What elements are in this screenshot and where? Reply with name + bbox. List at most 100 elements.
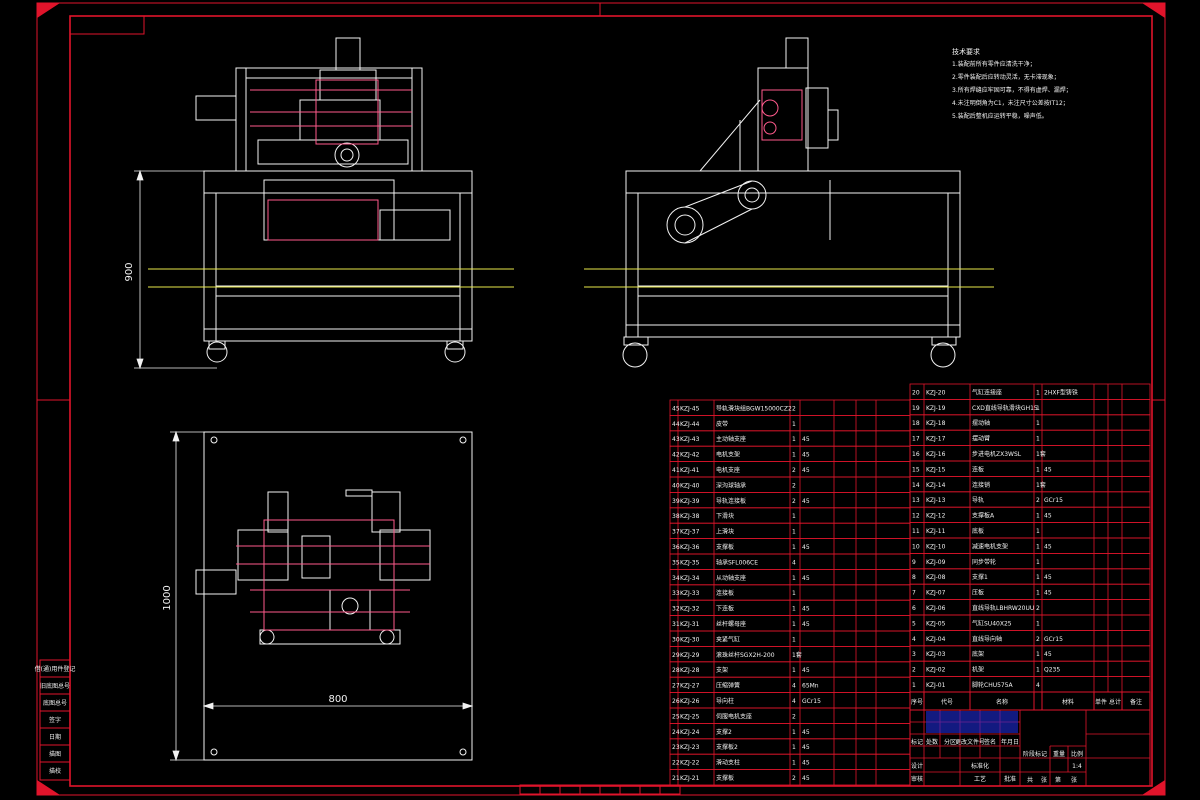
drawing-frame: [36, 2, 1166, 796]
part-name: 压板: [972, 589, 984, 597]
part-mat: 45: [1044, 651, 1052, 658]
part-name: 气缸SU40X25: [972, 619, 1012, 627]
part-name: 滑动支柱: [716, 759, 740, 767]
part-no: 26: [672, 698, 680, 705]
stamp-label: 借(通)用件登记: [35, 665, 76, 673]
part-mat: 45: [802, 744, 810, 751]
title-label: 第: [1055, 776, 1061, 784]
part-code: KZJ-17: [926, 436, 946, 443]
part-name: 连板: [972, 465, 984, 473]
part-code: KZJ-42: [680, 452, 700, 459]
header-code: 代号: [941, 698, 953, 706]
part-no: 13: [912, 497, 920, 504]
part-code: KZJ-39: [680, 498, 700, 505]
header-name: 名称: [996, 698, 1008, 706]
part-mat: 45: [802, 621, 810, 628]
part-qty: 1: [1036, 436, 1040, 443]
part-no: 24: [672, 729, 680, 736]
part-name: 支撑板: [716, 543, 734, 551]
part-name: 脚轮CHU575A: [972, 681, 1014, 689]
part-mat: 45: [1044, 574, 1052, 581]
part-no: 21: [672, 775, 680, 782]
part-name: 夹紧气缸: [716, 635, 740, 643]
part-no: 31: [672, 621, 680, 628]
side-view: [584, 37, 994, 368]
side-stamp-table: 借(通)用件登记 旧底图总号 底图总号 签字 日期 描图 描校: [35, 659, 76, 781]
part-name: 下滑块: [716, 512, 734, 520]
part-no: 17: [912, 436, 920, 443]
part-no: 34: [672, 575, 680, 582]
part-no: 16: [912, 451, 920, 458]
part-code: KZJ-18: [926, 420, 946, 427]
part-qty: 2: [792, 713, 796, 720]
part-no: 3: [912, 651, 916, 658]
part-no: 32: [672, 606, 680, 613]
title-label: 标准化: [971, 762, 989, 770]
part-qty: 1套: [792, 651, 802, 659]
part-code: KZJ-24: [680, 729, 700, 736]
part-code: KZJ-14: [926, 482, 946, 489]
part-name: 摆动轴: [972, 419, 990, 427]
part-qty: 1: [792, 452, 796, 459]
part-name: 导轨: [972, 496, 984, 504]
part-qty: 1: [792, 667, 796, 674]
part-no: 2: [912, 667, 916, 674]
part-name: 连接板: [716, 589, 734, 597]
part-name: 主动轴支座: [716, 435, 746, 443]
part-no: 23: [672, 744, 680, 751]
part-mat: 45: [802, 729, 810, 736]
part-code: KZJ-26: [680, 698, 700, 705]
title-label: 阶段标记: [1023, 750, 1047, 758]
tech-line: 1.装配前所有零件应清洗干净；: [952, 60, 1036, 68]
part-name: 从动轴支座: [716, 574, 746, 582]
title-label: 分区: [944, 738, 956, 746]
part-name: 同步带轮: [972, 558, 996, 566]
part-code: KZJ-01: [926, 682, 946, 689]
header-mat: 材料: [1062, 698, 1074, 706]
part-no: 42: [672, 452, 680, 459]
part-qty: 1: [792, 436, 796, 443]
part-mat: Q235: [1044, 667, 1060, 674]
part-name: 摆动臂: [972, 435, 990, 443]
part-name: CXD直线导轨滑块GH15: [972, 404, 1038, 412]
part-mat: GCr15: [1044, 497, 1063, 504]
part-no: 18: [912, 420, 920, 427]
part-no: 11: [912, 528, 920, 535]
part-qty: 1: [1036, 590, 1040, 597]
title-label: 标记: [911, 738, 923, 746]
part-qty: 1: [792, 544, 796, 551]
part-mat: 45: [1044, 466, 1052, 473]
part-no: 33: [672, 590, 680, 597]
part-no: 19: [912, 405, 920, 412]
part-no: 7: [912, 590, 916, 597]
part-no: 44: [672, 421, 680, 428]
tech-line: 5.装配后整机应运转平稳，噪声低。: [952, 112, 1048, 120]
part-name: 支撑1: [972, 573, 988, 581]
part-no: 12: [912, 513, 920, 520]
stamp-label: 签字: [49, 716, 61, 724]
part-name: 步进电机ZX3WSL: [972, 450, 1022, 458]
title-label: 工艺: [974, 775, 986, 783]
part-name: 导轨连接板: [716, 497, 746, 505]
part-qty: 1: [1036, 543, 1040, 550]
title-label: 处数: [926, 738, 938, 746]
part-qty: 2: [792, 775, 796, 782]
part-no: 4: [912, 636, 916, 643]
